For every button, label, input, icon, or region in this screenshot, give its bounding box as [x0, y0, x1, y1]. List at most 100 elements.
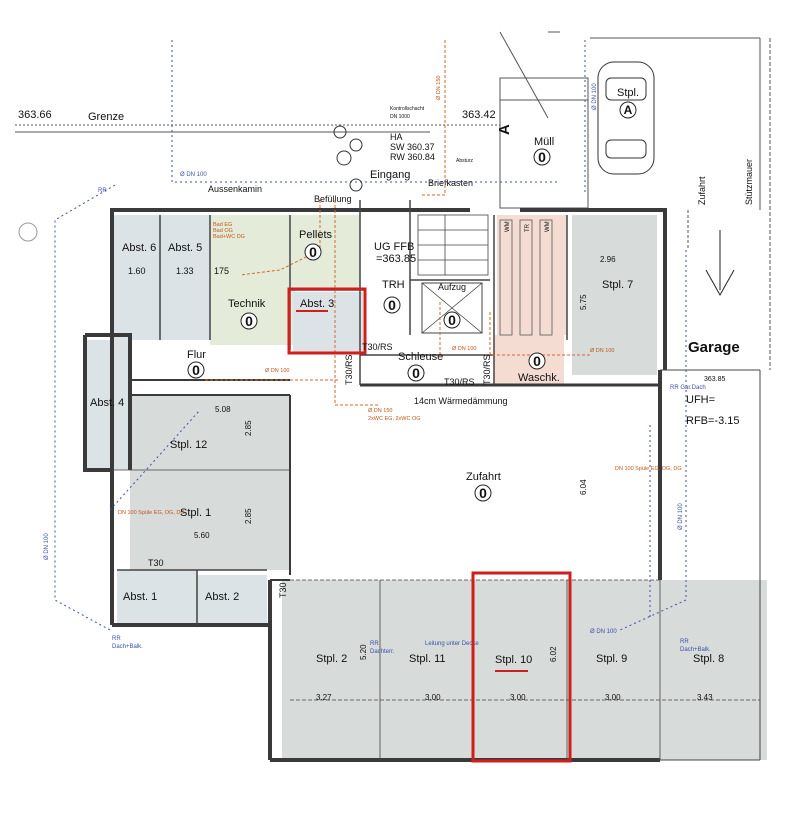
flur-zero: 0	[192, 362, 200, 378]
door-t30rs-1: T30/RS	[362, 342, 393, 352]
section-marker: A	[496, 124, 513, 135]
room-stpl7: Stpl. 7	[602, 279, 633, 291]
dim-604: 6.04	[579, 479, 588, 495]
waschk-zero: 0	[533, 353, 541, 369]
elevation-left: 363.66	[18, 109, 52, 121]
washer-label: WM	[505, 221, 511, 232]
chimney-label: Aussenkamin	[208, 184, 262, 194]
room-stpl11: Stpl. 11	[409, 653, 446, 665]
schleuse-zero: 0	[412, 365, 420, 381]
insulation-note: 14cm Wärmedämmung	[414, 396, 508, 406]
top-parking-label: Stpl.	[617, 87, 639, 99]
sewer-note-bad-og: Bad OG	[213, 228, 233, 234]
sewer-note-spule-left: DN 100 Spüle EG, OG, DG	[118, 510, 185, 516]
garage-elevation: 363.85	[704, 376, 726, 383]
room-fills	[85, 215, 767, 760]
dryer-label: TR	[525, 223, 531, 232]
sewer-note-bad-wc: Bad+WC DG	[213, 234, 245, 240]
walls	[83, 208, 667, 762]
rr-dach-left: Dach+Balk.	[112, 644, 143, 650]
room-schleuse: Schleuse	[398, 351, 443, 363]
sewer-note-bad-eg: Bad EG	[213, 222, 232, 228]
dim-285-a: 2.85	[244, 420, 253, 436]
waste-zero: 0	[538, 149, 546, 165]
rr-note-top: RR	[98, 188, 107, 194]
room-stpl8: Stpl. 8	[693, 653, 724, 665]
boundary-label: Grenze	[88, 111, 124, 123]
room-abst6: Abst. 6	[122, 242, 156, 254]
door-t30-b: T30	[278, 582, 288, 598]
room-abst2: Abst. 2	[205, 591, 239, 603]
room-trh: TRH	[382, 279, 405, 291]
dim-327: 3.27	[316, 693, 332, 702]
drain-note-stpl: Ø DN 100	[590, 629, 617, 635]
staircase	[417, 214, 489, 276]
rr-note-mid: RR	[370, 641, 379, 647]
room-stpl12: Stpl. 12	[170, 439, 207, 451]
driveway-vertical: Zufahrt	[697, 176, 707, 205]
pipe-under-ceiling: Leitung unter Decke	[425, 641, 479, 647]
elevation-right: 363.42	[462, 109, 496, 121]
dim-abst5: 1.33	[176, 266, 194, 276]
top-parking-mark: A	[624, 103, 633, 117]
garage-rr: RR Gar.Dach	[670, 385, 706, 391]
rr-note-left: RR	[112, 636, 121, 642]
room-abst5: Abst. 5	[168, 242, 202, 254]
dim-508: 5.08	[215, 405, 231, 414]
ha-rw: RW 360.84	[390, 152, 435, 162]
shrub-icons	[18, 125, 363, 242]
drain-note-top: Ø DN 100	[180, 172, 207, 178]
room-stpl10: Stpl. 10	[495, 654, 532, 666]
room-abst4: Abst. 4	[90, 397, 124, 409]
rfb-label: RFB=-3.15	[686, 415, 740, 427]
room-abst1: Abst. 1	[123, 591, 157, 603]
rr-dach-right: Dach+Balk.	[680, 647, 711, 653]
dim-520: 5.20	[359, 644, 368, 660]
rr-note-right: RR	[680, 639, 689, 645]
dim-285-b: 2.85	[244, 508, 253, 524]
sewer-note-spule: DN 100 Spüle EG, OG, DG	[615, 466, 682, 472]
highlight-abst3	[287, 287, 367, 355]
sewer-note-wc: 2xWC EG, 2xWC OG	[368, 416, 421, 422]
dimensions: 5.08 2.85 5.60 2.85 2.96 5.75 6.04 5.20 …	[194, 255, 713, 702]
technik-zero: 0	[245, 313, 253, 329]
room-stpl2: Stpl. 2	[316, 653, 347, 665]
room-technik: Technik	[228, 298, 266, 310]
dim-575: 5.75	[579, 294, 588, 310]
room-stpl9: Stpl. 9	[596, 653, 627, 665]
zufahrt-zero: 0	[479, 485, 487, 501]
room-waschk: Waschk.	[518, 372, 560, 384]
dim-602: 6.02	[549, 646, 558, 662]
drain-note-right: Ø DN 100	[678, 503, 684, 530]
ufh-label: UFH=	[686, 394, 715, 406]
door-t30rs-4: T30/RS	[482, 354, 492, 385]
control-shaft-size: DN 1000	[390, 114, 410, 120]
mailbox-label: Briefkasten	[428, 178, 473, 188]
ha-sw: SW 360.37	[390, 142, 435, 152]
room-pellets: Pellets	[299, 229, 333, 241]
highlight-boxes	[287, 287, 572, 763]
dim-343: 3.43	[697, 693, 713, 702]
sewer-note-1: Ø DN 150	[436, 76, 442, 100]
sewer-note-4: Ø DN 100	[590, 348, 614, 354]
pellets-zero: 0	[309, 244, 317, 260]
entrance-label: Eingang	[370, 169, 410, 181]
floor-level-label: UG FFB	[374, 241, 414, 253]
site-context	[15, 31, 771, 370]
garage-label: Garage	[688, 339, 740, 356]
dim-300-c: 3.00	[605, 693, 621, 702]
waste-label: Müll	[534, 136, 554, 148]
aufzug-zero: 0	[448, 312, 456, 328]
sewer-note-2: Ø DN 150	[368, 408, 392, 414]
car-icon	[597, 61, 655, 175]
dim-abst6: 1.60	[128, 266, 146, 276]
washer-columns	[499, 219, 553, 336]
dim-296: 2.96	[600, 255, 616, 264]
filling-label: Befüllung	[314, 194, 352, 204]
sewer-note-5: Ø DN 100	[452, 346, 476, 352]
dim-300-a: 3.00	[425, 693, 441, 702]
dim-560: 5.60	[194, 531, 210, 540]
drain-note-top-right: Ø DN 100	[592, 83, 598, 110]
sewer-note-3: Ø DN 100	[265, 368, 289, 374]
